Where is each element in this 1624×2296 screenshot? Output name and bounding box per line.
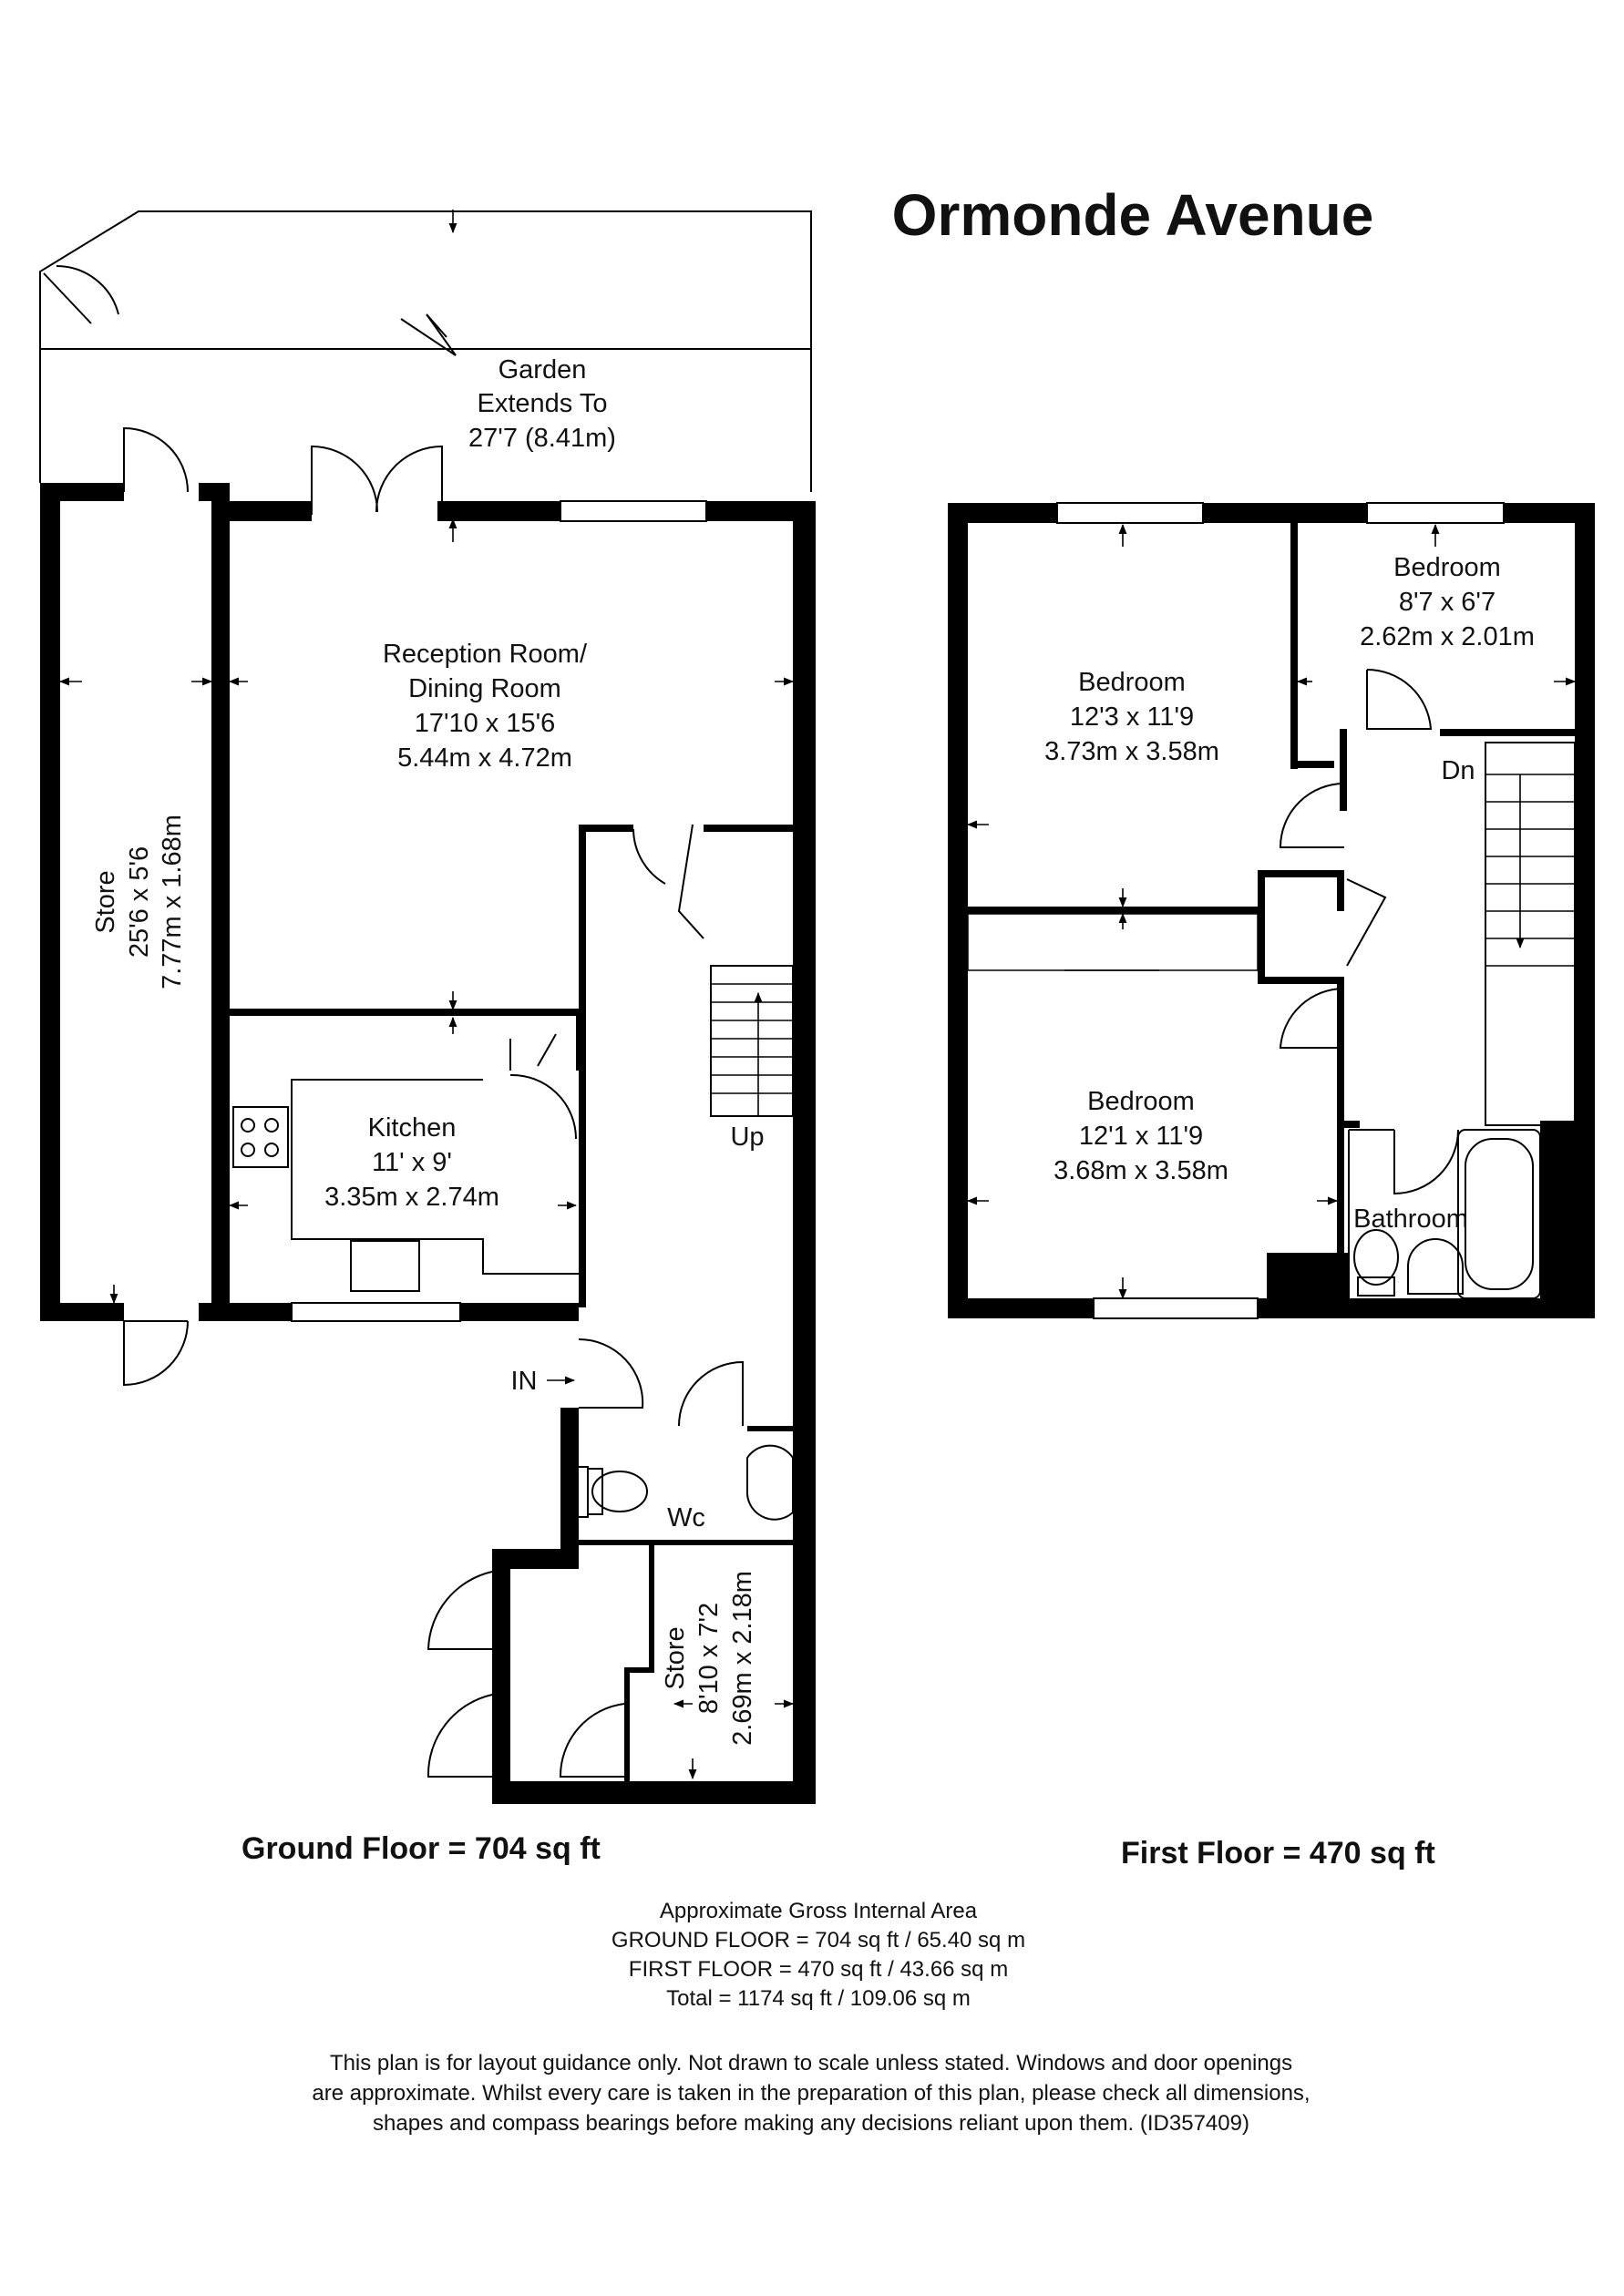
disclaimer: This plan is for layout guidance only. N… [312,2051,1310,2136]
area-total: Total = 1174 sq ft / 109.06 sq m [666,1986,971,2011]
kitchen-metric: 3.35m x 2.74m [324,1183,499,1212]
ground-floor-internal-walls [230,825,793,1781]
reception-imperial: 17'10 x 15'6 [415,709,556,738]
stairs-up [710,965,794,1117]
store-front-label: Store [661,1626,690,1689]
store-side-label-group: Store 25'6 x 5'6 7.77m x 1.68m [91,815,187,989]
area-summary: Approximate Gross Internal Area GROUND F… [612,1899,1025,2011]
ground-floor-walls [40,483,816,1804]
store-side-metric: 7.77m x 1.68m [158,815,187,989]
first-floor-fittings [967,502,1576,1319]
down-label: Dn [1441,756,1475,785]
disclaimer-line-3: shapes and compass bearings before makin… [373,2111,1249,2136]
bathroom-label: Bathroom [1353,1204,1468,1234]
garden-dimensions: 27'7 (8.41m) [468,424,616,453]
first-floor: Bedroom 8'7 x 6'7 2.62m x 2.01m Bedroom … [948,502,1595,1319]
disclaimer-line-1: This plan is for layout guidance only. N… [330,2051,1292,2076]
window [1366,502,1505,524]
ground-floor-fittings [123,426,794,1778]
first-floor-internal-walls [968,523,1575,1298]
first-floor-summary: First Floor = 470 sq ft [1121,1836,1435,1871]
sink-icon [350,1240,420,1292]
basin-icon [1407,1238,1464,1295]
window [1093,1297,1259,1319]
store-side-imperial: 25'6 x 5'6 [125,846,154,958]
bedroom-small-label: Bedroom [1393,553,1501,582]
bedroom-front-imperial: 12'1 x 11'9 [1079,1122,1203,1151]
ground-floor-summary: Ground Floor = 704 sq ft [242,1831,601,1866]
reception-label: Reception Room/ [383,640,588,669]
area-first: FIRST FLOOR = 470 sq ft / 43.66 sq m [629,1957,1008,1982]
area-ground: GROUND FLOOR = 704 sq ft / 65.40 sq m [612,1928,1025,1953]
store-side-label: Store [91,870,120,933]
basin-icon [746,1444,794,1521]
bath-icon [1457,1129,1541,1299]
wardrobe [967,913,1259,971]
reception-metric: 5.44m x 4.72m [397,743,572,773]
hob-icon [232,1106,289,1168]
first-floor-walls [948,503,1595,1318]
kitchen-window [291,1302,461,1322]
bedroom-back-metric: 3.73m x 3.58m [1044,737,1219,766]
reception-label-line2: Dining Room [408,674,561,703]
window [560,500,707,522]
store-front-imperial: 8'10 x 7'2 [694,1603,724,1714]
bedroom-small-metric: 2.62m x 2.01m [1360,622,1535,651]
garden-label-line2: Extends To [478,389,608,418]
disclaimer-line-2: are approximate. Whilst every care is ta… [312,2081,1310,2106]
toilet-icon [591,1471,648,1512]
bedroom-back-imperial: 12'3 x 11'9 [1070,702,1194,732]
store-door [123,426,189,493]
ground-floor-dimension-arrows [58,210,795,1780]
bedroom-front-label: Bedroom [1087,1087,1195,1116]
window [1056,502,1204,524]
garden-area [39,210,812,492]
kitchen-label: Kitchen [368,1113,457,1143]
area-heading: Approximate Gross Internal Area [660,1899,978,1923]
entrance-label: IN [511,1367,538,1396]
bedroom-small-imperial: 8'7 x 6'7 [1399,588,1496,617]
wc-label: Wc [667,1503,705,1532]
bedroom-front-metric: 3.68m x 3.58m [1054,1156,1228,1185]
kitchen-imperial: 11' x 9' [372,1148,452,1177]
toilet-icon [1353,1229,1399,1286]
first-floor-dimension-arrows [966,523,1577,1300]
garden-gate [43,264,119,324]
bedroom-back-label: Bedroom [1078,668,1186,697]
stairs-down [1485,742,1576,1126]
plan-title: Ormonde Avenue [892,182,1374,248]
store-front-metric: 2.69m x 2.18m [728,1571,757,1746]
garden-break-symbol [400,313,457,356]
up-label: Up [730,1122,764,1152]
ground-floor: Garden Extends To 27'7 (8.41m) Reception… [39,210,816,1804]
garden-label: Garden [499,355,587,384]
store-front-label-group: Store 8'10 x 7'2 2.69m x 2.18m [661,1571,757,1746]
